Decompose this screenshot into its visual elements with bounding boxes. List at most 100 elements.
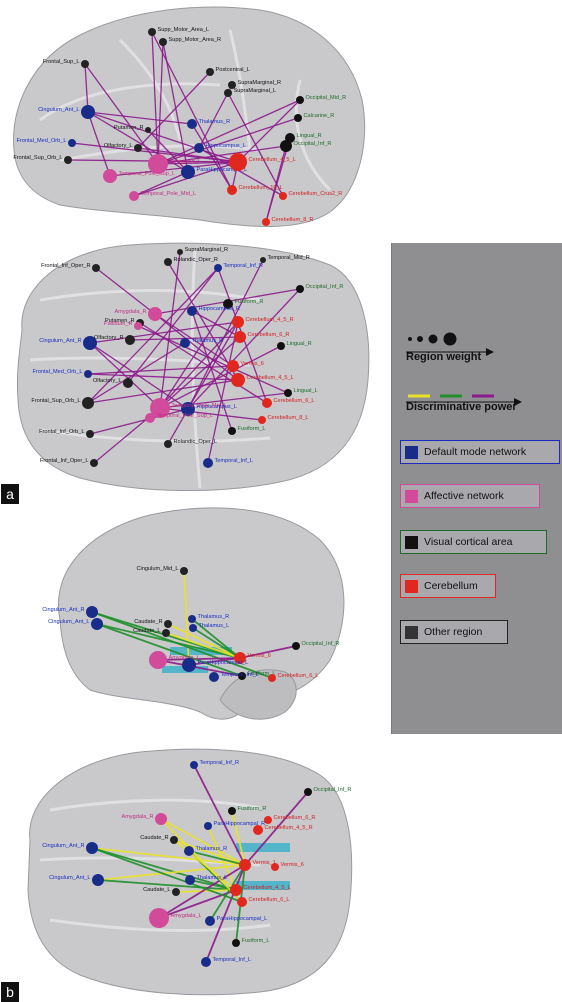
region-node [189, 624, 197, 632]
region-label: Cerebellum_6_L [249, 897, 290, 903]
region-label: Fusiform_R [238, 806, 267, 812]
region-label: Temporal_Pole_Mid_L [141, 191, 197, 197]
region-node [279, 192, 287, 200]
region-label: Cingulum_Ant_R [42, 843, 84, 849]
connection-line [91, 847, 237, 891]
region-node [177, 249, 183, 255]
region-label: Occipital_Inf_R [314, 787, 352, 793]
region-label: Thalamus_L [197, 875, 228, 881]
connection-line [160, 818, 243, 903]
region-label: Temporal_Inf_L [213, 957, 252, 963]
region-node [228, 427, 236, 435]
region-label: Cerebellum_6_R [274, 815, 316, 821]
region-node [223, 299, 233, 309]
region-node [262, 218, 270, 226]
region-node [125, 335, 135, 345]
region-node [187, 306, 197, 316]
region-node [90, 459, 98, 467]
region-node [280, 140, 292, 152]
region-node [205, 916, 215, 926]
connection-line [154, 313, 234, 367]
region-node [271, 863, 279, 871]
connection-line [89, 408, 189, 435]
region-label: Frontal_Inf_Oper_L [40, 458, 89, 464]
region-label: Cingulum_Ant_L [48, 619, 89, 625]
region-label: Cerebellum_4_5_L [247, 375, 294, 381]
region-node [123, 378, 133, 388]
region-node [190, 761, 198, 769]
region-node [214, 264, 222, 272]
region-node [194, 143, 204, 153]
region-label: Olfactory_R [94, 335, 124, 341]
region-label: Cerebellum_4_5_R [265, 825, 313, 831]
panel-label-b: b [1, 982, 19, 1002]
region-node [227, 360, 239, 372]
connection-line [191, 310, 233, 432]
region-node [86, 842, 98, 854]
legend-label: Visual cortical area [424, 536, 513, 548]
region-node [181, 165, 195, 179]
region-label: Temporal_Mid_R [268, 255, 310, 261]
region-label: Amygdala_L [169, 655, 200, 661]
region-node [187, 119, 197, 129]
region-label: Vermis_1 [253, 860, 276, 866]
connection-line [157, 99, 301, 165]
region-label: Hippocampus_L [206, 143, 246, 149]
connection-line [133, 171, 189, 197]
connection-line [91, 847, 243, 903]
region-label: Thalamus_R [198, 614, 230, 620]
connection-line [162, 41, 189, 173]
connection-line [151, 31, 159, 165]
region-node [258, 416, 266, 424]
connection-line [91, 847, 246, 866]
region-label: Putamen_R [105, 318, 135, 324]
connection-line [157, 117, 299, 165]
region-label: SupraMarginal_R [238, 80, 282, 86]
region-label: Thalamus_R [196, 846, 228, 852]
connection-line [137, 325, 289, 394]
region-node [203, 458, 213, 468]
region-label: SupraMarginal_L [234, 88, 277, 94]
legend-label: Cerebellum [424, 580, 478, 592]
region-label: Amygdala_L [170, 159, 201, 165]
connection-line [160, 818, 246, 866]
connection-line [87, 111, 193, 125]
region-node [209, 672, 219, 682]
connection-line [91, 611, 273, 679]
region-node [145, 127, 151, 133]
region-label: Frontal_Med_Orb_L [16, 138, 66, 144]
connection-line [158, 864, 246, 919]
region-label: Cingulum_Ant_L [38, 107, 79, 113]
connection-line [227, 92, 284, 197]
region-label: Cingulum_Ant_R [42, 607, 84, 613]
brain-axial-a [16, 242, 370, 492]
region-node [103, 169, 117, 183]
connection-line [87, 267, 219, 404]
legend-swatch [405, 625, 418, 639]
region-label: Frontal_Sup_Orb_L [31, 398, 80, 404]
connection-line [96, 623, 243, 677]
region-node [237, 897, 247, 907]
region-node [296, 285, 304, 293]
legend-item-cerebellum: Cerebellum [400, 574, 496, 598]
region-label: Lingual_L [294, 388, 318, 394]
region-label: Temporal_Inf_L [221, 672, 260, 678]
region-node [284, 389, 292, 397]
region-node [164, 440, 172, 448]
region-node [172, 888, 180, 896]
connection-line [167, 623, 241, 659]
brain-sagittal-a [13, 6, 366, 227]
region-node [148, 307, 162, 321]
region-label: Hippocampus_R [199, 306, 240, 312]
region-node [228, 807, 236, 815]
region-node [224, 89, 232, 97]
region-label: Frontal_Med_Orb_L [32, 369, 82, 375]
legend-item-other-region: Other region [400, 620, 508, 644]
brain-axial-b [27, 748, 353, 996]
region-node [262, 398, 272, 408]
connection-line [159, 392, 289, 409]
region-label: Cerebellum_4_5_L [244, 885, 291, 891]
connection-line [109, 161, 239, 177]
region-node [239, 859, 251, 871]
region-node [148, 154, 168, 174]
